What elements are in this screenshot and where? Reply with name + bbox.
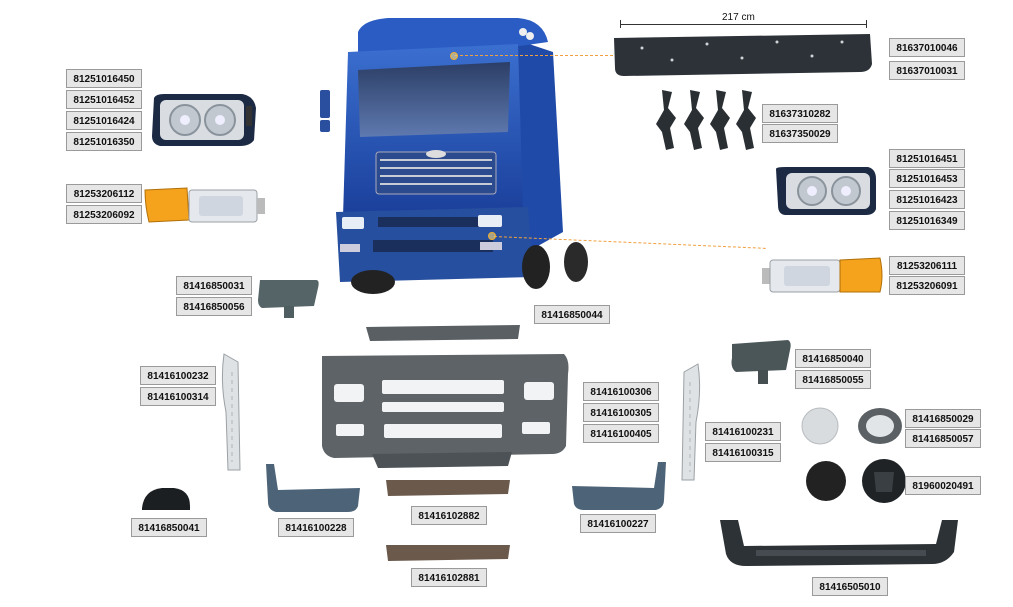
small-cap-image: [142, 488, 190, 510]
headlamp-left-image: [152, 94, 256, 146]
part-number-headlamp-right-3: 81251016423: [889, 190, 965, 209]
part-number-round-cap-1: 81416850029: [905, 409, 981, 428]
dimension-label: 217 cm: [722, 12, 755, 23]
part-number-corner-trim-left-2: 81416100314: [140, 387, 216, 406]
cover-cap-right-image: [731, 340, 791, 384]
indicator-left-image: [144, 187, 265, 223]
part-number-cover-cap-left-1: 81416850031: [176, 276, 252, 295]
part-number-cover-cap-right-1: 81416850040: [795, 349, 871, 368]
part-number-bumper-top-strip: 81416850044: [534, 305, 610, 324]
part-number-round-cover: 81960020491: [905, 476, 981, 495]
part-number-bumper-end-left: 81416100228: [278, 518, 354, 537]
part-number-grille-upper: 81416102882: [411, 506, 487, 525]
part-number-cover-cap-left-2: 81416850056: [176, 297, 252, 316]
part-number-headlamp-right-4: 81251016349: [889, 211, 965, 230]
corner-trim-left-image: [221, 353, 241, 471]
part-number-bumper-2: 81416100305: [583, 403, 659, 422]
sunvisor-image: [614, 34, 872, 76]
bumper-end-left-image: [266, 464, 360, 512]
part-number-indicator-left-2: 81253206092: [66, 205, 142, 224]
marker-indicator-right: [488, 232, 496, 240]
round-covers-image: [806, 459, 906, 503]
part-number-bumper-1: 81416100306: [583, 382, 659, 401]
bumper-grille-upper-image: [386, 480, 510, 496]
part-number-headlamp-right-1: 81251016451: [889, 149, 965, 168]
part-number-corner-trim-left-1: 81416100232: [140, 366, 216, 385]
dimension-tick-right: [866, 20, 867, 28]
part-number-round-cap-2: 81416850057: [905, 429, 981, 448]
truck-image: [320, 18, 588, 294]
cover-cap-left-image: [258, 280, 319, 318]
bumper-image: [322, 354, 569, 468]
part-number-brackets-2: 81637350029: [762, 124, 838, 143]
bumper-top-strip-image: [366, 325, 520, 341]
corner-trim-right-image: [681, 363, 701, 481]
part-number-indicator-right-1: 81253206111: [889, 256, 965, 275]
part-number-indicator-right-2: 81253206091: [889, 276, 965, 295]
leader-sunvisor: [455, 55, 613, 56]
bumper-bracket-image: [720, 520, 958, 566]
headlamp-right-image: [776, 167, 876, 215]
dimension-tick-left: [620, 20, 621, 28]
bumper-end-right-image: [572, 462, 666, 510]
part-number-small-cap: 81416850041: [131, 518, 207, 537]
part-number-headlamp-left-2: 81251016452: [66, 90, 142, 109]
part-number-bumper-3: 81416100405: [583, 424, 659, 443]
part-number-cover-cap-right-2: 81416850055: [795, 370, 871, 389]
part-number-bumper-bracket: 81416505010: [812, 577, 888, 596]
part-number-bumper-end-right: 81416100227: [580, 514, 656, 533]
part-number-grille-lower: 81416102881: [411, 568, 487, 587]
part-number-headlamp-right-2: 81251016453: [889, 169, 965, 188]
indicator-right-image: [762, 257, 883, 293]
part-number-corner-trim-right-1: 81416100231: [705, 422, 781, 441]
part-number-headlamp-left-4: 81251016350: [66, 132, 142, 151]
part-number-headlamp-left-3: 81251016424: [66, 111, 142, 130]
part-number-headlamp-left-1: 81251016450: [66, 69, 142, 88]
part-number-indicator-left-1: 81253206112: [66, 184, 142, 203]
part-number-brackets-1: 81637310282: [762, 104, 838, 123]
part-number-sunvisor-2: 81637010031: [889, 61, 965, 80]
part-number-corner-trim-right-2: 81416100315: [705, 443, 781, 462]
round-caps-image: [801, 407, 902, 445]
bumper-grille-lower-image: [386, 545, 510, 561]
part-number-sunvisor-1: 81637010046: [889, 38, 965, 57]
marker-sunvisor: [450, 52, 458, 60]
sunvisor-brackets-image: [656, 90, 756, 150]
dimension-line: [620, 24, 866, 25]
